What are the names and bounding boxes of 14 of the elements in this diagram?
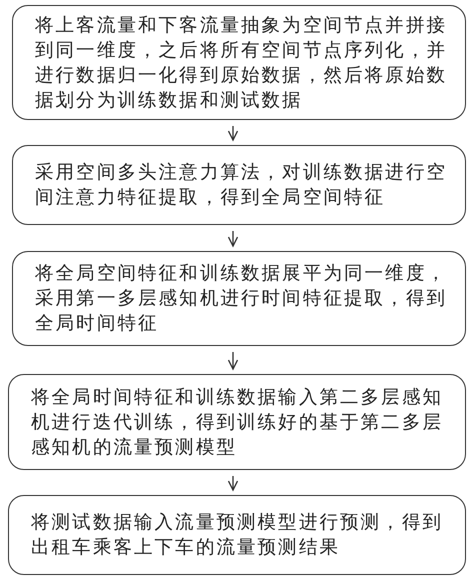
process-box xyxy=(8,495,466,575)
step-text: 将测试数据输入流量预测模型进行预测，得到出租车乘客上下车的流量预测结果 xyxy=(30,511,444,560)
process-box xyxy=(12,145,466,225)
process-box xyxy=(8,374,466,470)
step-text: 采用空间多头注意力算法，对训练数据进行空间注意力特征提取，得到全局空间特征 xyxy=(34,161,448,210)
step-text: 将全局时间特征和训练数据输入第二多层感知机进行迭代训练，得到训练好的基于第二多层感知机的流量预测模型 xyxy=(30,386,444,460)
arrow xyxy=(228,476,238,491)
step-text: 将上客流量和下客流量抽象为空间节点并拼接到同一维度，之后将所有空间节点序列化，并进行数据归一化得到原始数据，然后将原始数据划分为训练数据和测试数据 xyxy=(34,14,448,112)
process-box xyxy=(12,5,466,120)
arrow xyxy=(228,231,238,247)
process-box xyxy=(12,251,466,346)
arrow xyxy=(228,126,238,141)
arrow xyxy=(228,352,238,370)
step-text: 将全局空间特征和训练数据展平为同一维度，采用第一多层感知机进行时间特征提取，得到全局时间特征 xyxy=(34,262,448,336)
